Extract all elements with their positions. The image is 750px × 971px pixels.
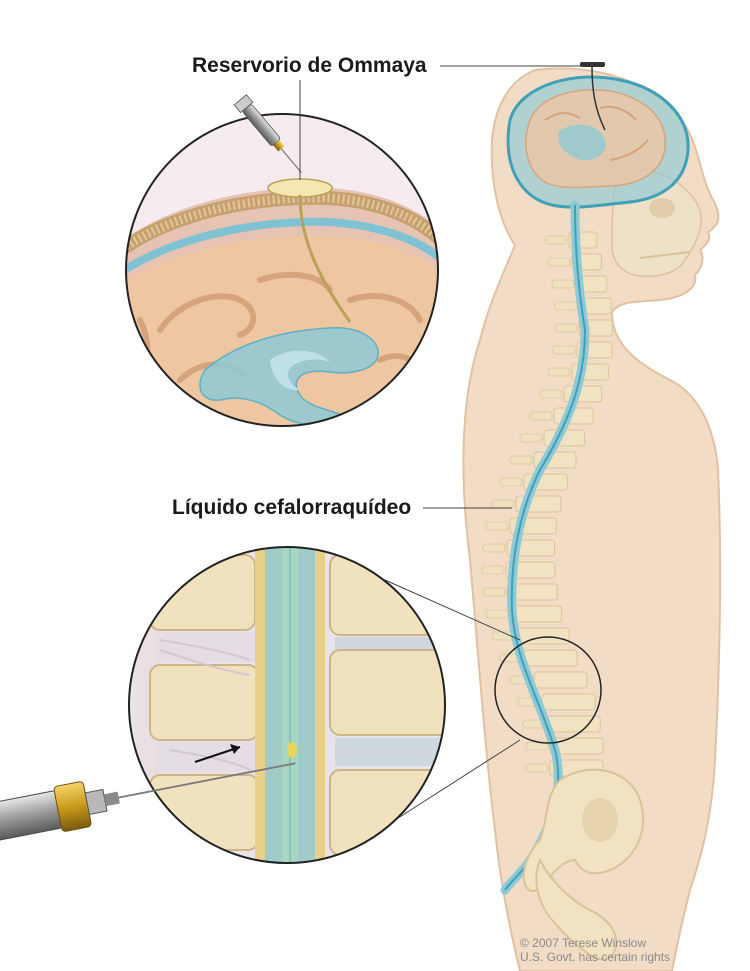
vertebra-process — [551, 279, 575, 289]
vertebra-process — [485, 521, 509, 531]
vertebra-process — [481, 565, 505, 575]
vertebra-process — [482, 587, 506, 597]
vertebra-process — [482, 543, 506, 553]
brain-side-view — [506, 62, 690, 209]
vertebra-process — [554, 323, 578, 333]
vertebra — [533, 671, 588, 689]
lumbar-puncture-inset — [128, 546, 446, 864]
ommaya-syringe — [233, 94, 302, 173]
lumbar-syringe — [0, 762, 296, 841]
vertebra — [505, 561, 556, 579]
ommaya-reservoir-dome — [267, 178, 333, 198]
reservoir-marker — [580, 62, 605, 67]
ommaya-inset — [125, 94, 439, 427]
vertebra — [523, 649, 578, 667]
label-ommaya-reservoir: Reservorio de Ommaya — [192, 54, 427, 77]
vertebra — [509, 605, 563, 623]
zoom-region-circle — [494, 636, 602, 744]
ommaya-catheter — [298, 194, 352, 323]
zoom-connector-top — [384, 579, 521, 641]
vertebra-process — [529, 411, 553, 421]
vertebra-process — [554, 301, 578, 311]
vertebra-process — [552, 345, 576, 355]
vertebra-process — [485, 609, 509, 619]
vertebra — [541, 693, 596, 711]
vertebra — [506, 583, 558, 601]
credit-line-1: © 2007 Terese Winslow — [520, 936, 647, 950]
credit-line-2: U.S. Govt. has certain rights — [520, 950, 671, 964]
vertebra-process — [499, 477, 523, 487]
pelvis — [522, 768, 645, 961]
vertebra-process — [547, 257, 571, 267]
vertebra-process — [491, 499, 515, 509]
vertebra-process — [509, 455, 533, 465]
vertebra-process — [525, 763, 549, 773]
vertebra-process — [544, 235, 568, 245]
zoom-connector-bottom — [394, 739, 521, 821]
vertebra-process — [547, 367, 571, 377]
label-cerebrospinal-fluid: Líquido cefalorraquídeo — [172, 496, 412, 519]
vertebra-process — [519, 433, 543, 443]
vertebra-process — [539, 389, 563, 399]
vertebra — [515, 627, 570, 645]
